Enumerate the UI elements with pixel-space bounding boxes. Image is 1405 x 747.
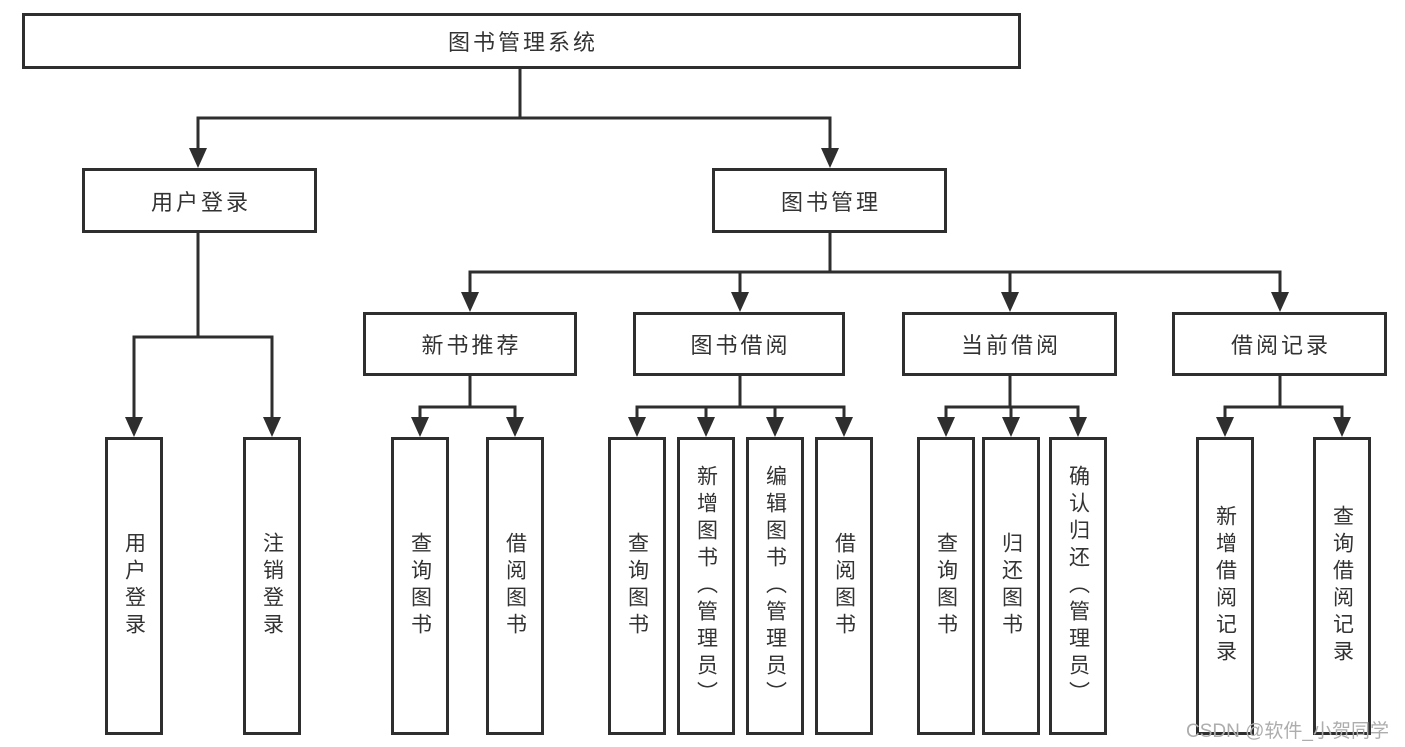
- connector-borrowing-records-to-leaves: [1216, 374, 1351, 437]
- connector-new-book-recommend-to-leaves: [411, 374, 524, 437]
- connector-root-to-level2: [189, 67, 839, 168]
- leaf-user-login-label: 用户登录: [122, 532, 146, 640]
- leaf-logout: 注销登录: [243, 437, 301, 735]
- leaf-query-borrow-record-label: 查询借阅记录: [1330, 505, 1354, 667]
- leaf-add-book-admin-label: 新增图书（管理员）: [694, 464, 718, 708]
- watermark-text: CSDN @软件_小贺同学: [1186, 721, 1389, 742]
- node-new-book-recommend: 新书推荐: [363, 312, 577, 376]
- leaf-add-book-admin: 新增图书（管理员）: [677, 437, 735, 735]
- leaf-return-book: 归还图书: [982, 437, 1040, 735]
- leaf-return-book-label: 归还图书: [999, 532, 1023, 640]
- leaf-borrow-books-recommend-label: 借阅图书: [503, 532, 527, 640]
- connector-book-management-to-level3: [461, 231, 1289, 312]
- leaf-query-borrow-record: 查询借阅记录: [1313, 437, 1371, 735]
- node-book-borrowing-label: 图书借阅: [690, 333, 791, 358]
- leaf-edit-book-admin-label: 编辑图书（管理员）: [763, 464, 787, 708]
- connector-current-borrowing-to-leaves: [937, 374, 1087, 437]
- leaf-query-books-recommend-label: 查询图书: [408, 532, 432, 640]
- leaf-add-borrow-record: 新增借阅记录: [1196, 437, 1254, 735]
- connector-book-borrowing-to-leaves: [628, 374, 853, 437]
- leaf-query-books-borrowing: 查询图书: [608, 437, 666, 735]
- leaf-confirm-return-admin: 确认归还（管理员）: [1049, 437, 1107, 735]
- node-new-book-recommend-label: 新书推荐: [421, 333, 522, 358]
- node-book-management-label: 图书管理: [780, 189, 881, 215]
- leaf-confirm-return-admin-label: 确认归还（管理员）: [1066, 464, 1090, 708]
- node-current-borrowing: 当前借阅: [902, 312, 1117, 376]
- leaf-query-books-recommend: 查询图书: [391, 437, 449, 735]
- node-user-login: 用户登录: [82, 168, 317, 233]
- leaf-user-login: 用户登录: [105, 437, 163, 735]
- node-book-management: 图书管理: [712, 168, 947, 233]
- leaf-add-borrow-record-label: 新增借阅记录: [1213, 505, 1237, 667]
- leaf-query-books-current: 查询图书: [917, 437, 975, 735]
- node-root: 图书管理系统: [22, 13, 1021, 69]
- node-user-login-label: 用户登录: [150, 189, 251, 215]
- connector-user-login-to-leaves: [125, 231, 281, 437]
- leaf-borrow-books-recommend: 借阅图书: [486, 437, 544, 735]
- leaf-borrow-books-borrowing: 借阅图书: [815, 437, 873, 735]
- leaf-edit-book-admin: 编辑图书（管理员）: [746, 437, 804, 735]
- node-borrowing-records-label: 借阅记录: [1230, 333, 1331, 358]
- leaf-query-books-current-label: 查询图书: [934, 532, 958, 640]
- node-current-borrowing-label: 当前借阅: [960, 333, 1061, 358]
- leaf-query-books-borrowing-label: 查询图书: [625, 532, 649, 640]
- node-borrowing-records: 借阅记录: [1172, 312, 1387, 376]
- node-book-borrowing: 图书借阅: [633, 312, 845, 376]
- leaf-logout-label: 注销登录: [260, 532, 284, 640]
- node-root-label: 图书管理系统: [447, 30, 598, 55]
- leaf-borrow-books-borrowing-label: 借阅图书: [832, 532, 856, 640]
